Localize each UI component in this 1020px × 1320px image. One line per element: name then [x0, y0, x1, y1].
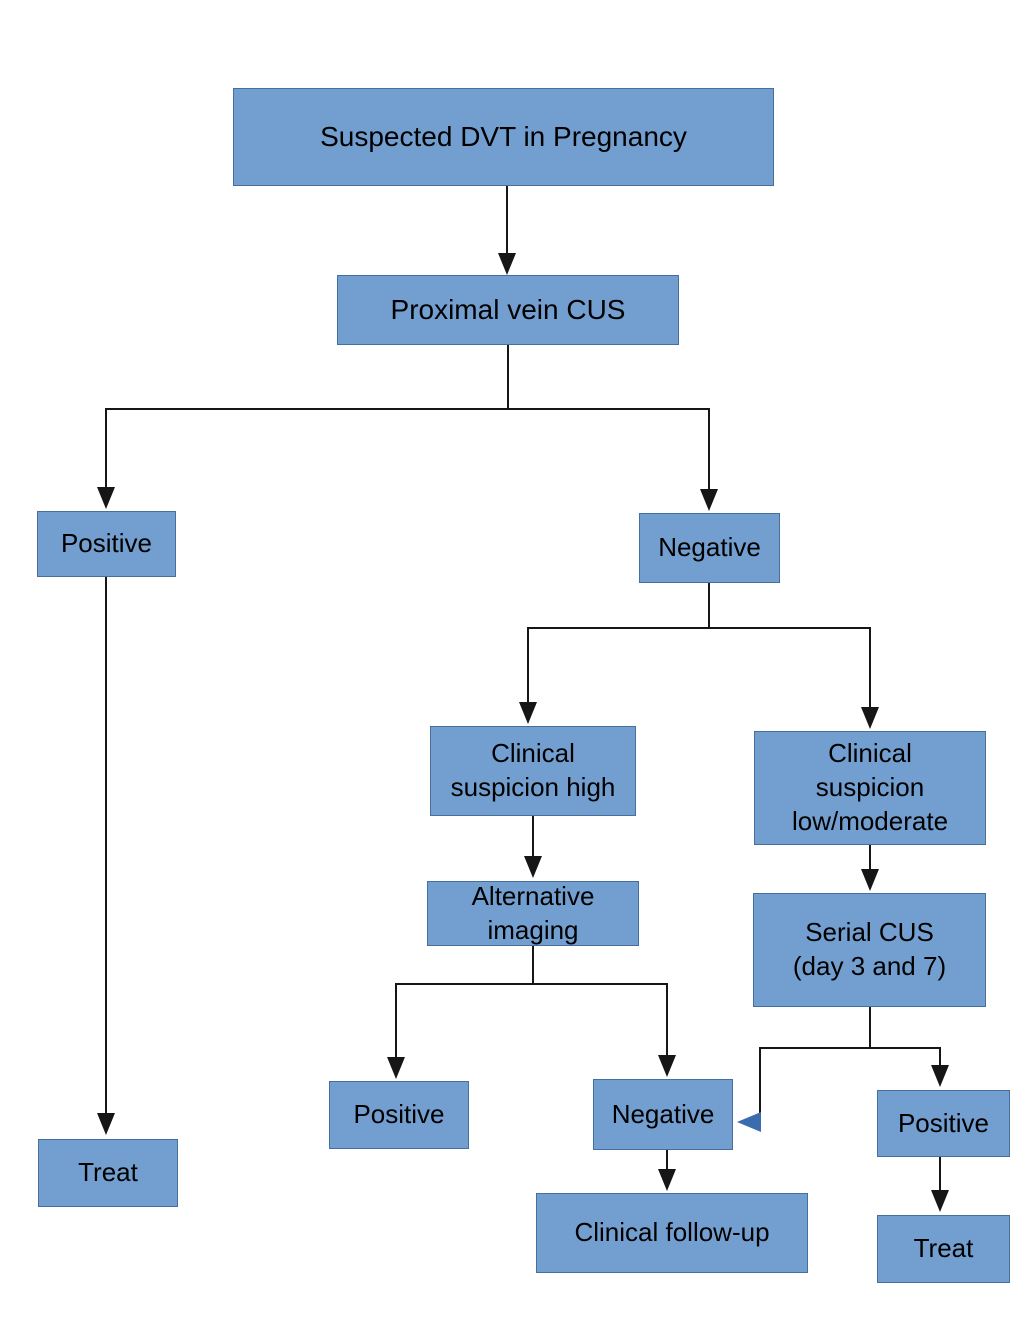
connector-line	[507, 345, 509, 409]
arrowhead-down-icon	[931, 1065, 949, 1087]
node-serial-positive: Positive	[877, 1090, 1010, 1157]
connector-line	[105, 408, 710, 410]
connector-line	[708, 583, 710, 628]
node-imaging-positive: Positive	[329, 1081, 469, 1149]
arrowhead-down-icon	[97, 1113, 115, 1135]
connector-line	[759, 1048, 761, 1118]
connector-line	[532, 946, 534, 985]
connector-line	[708, 409, 710, 490]
connector-line	[395, 984, 397, 1058]
node-clinical-suspicion-low-moderate: Clinical suspicion low/moderate	[754, 731, 986, 845]
connector-line	[869, 628, 871, 708]
node-alternative-imaging: Alternative imaging	[427, 881, 639, 946]
arrowhead-down-icon	[97, 487, 115, 509]
arrowhead-down-icon	[658, 1169, 676, 1191]
node-serial-cus: Serial CUS (day 3 and 7)	[753, 893, 986, 1007]
arrowhead-down-icon	[387, 1057, 405, 1079]
connector-line	[506, 186, 508, 254]
arrowhead-down-icon	[861, 707, 879, 729]
node-cus-positive: Positive	[37, 511, 176, 577]
arrowhead-down-icon	[931, 1190, 949, 1212]
node-clinical-followup: Clinical follow-up	[536, 1193, 808, 1273]
connector-line	[759, 1047, 941, 1049]
arrowhead-down-icon	[498, 253, 516, 275]
arrowhead-down-icon	[861, 869, 879, 891]
connector-line	[869, 1007, 871, 1049]
connector-line	[939, 1048, 941, 1066]
node-cus-negative: Negative	[639, 513, 780, 583]
connector-line	[527, 627, 871, 629]
node-serial-treat: Treat	[877, 1215, 1010, 1283]
connector-line	[939, 1157, 941, 1191]
node-imaging-negative: Negative	[593, 1079, 733, 1150]
connector-line	[105, 577, 107, 1114]
connector-line	[869, 845, 871, 870]
arrowhead-down-icon	[519, 702, 537, 724]
arrowhead-left-icon	[737, 1112, 761, 1132]
connector-line	[395, 983, 668, 985]
connector-line	[527, 628, 529, 703]
connector-line	[532, 816, 534, 857]
node-suspected-dvt: Suspected DVT in Pregnancy	[233, 88, 774, 186]
connector-line	[666, 1150, 668, 1170]
connector-line	[666, 984, 668, 1056]
node-proximal-vein-cus: Proximal vein CUS	[337, 275, 679, 345]
connector-line	[105, 409, 107, 488]
arrowhead-down-icon	[700, 489, 718, 511]
node-treat-left: Treat	[38, 1139, 178, 1207]
arrowhead-down-icon	[658, 1055, 676, 1077]
arrowhead-down-icon	[524, 856, 542, 878]
node-clinical-suspicion-high: Clinical suspicion high	[430, 726, 636, 816]
